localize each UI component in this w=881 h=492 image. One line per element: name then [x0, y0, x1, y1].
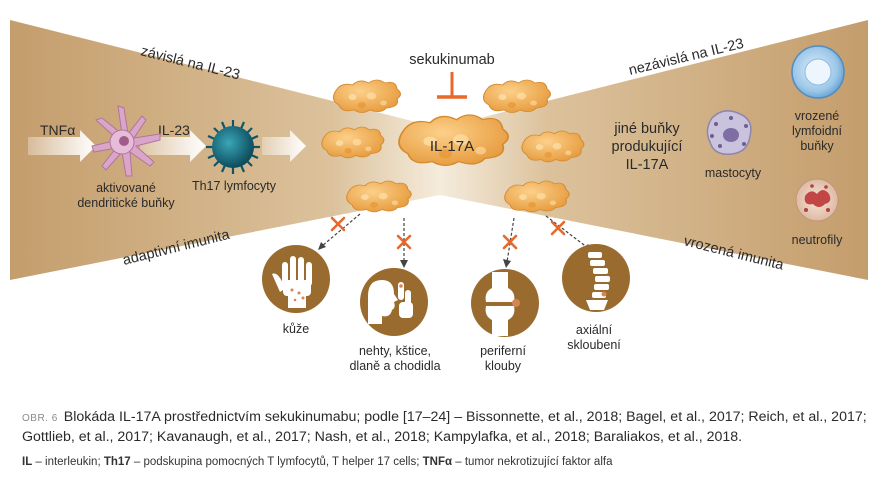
il17a-molecule [521, 130, 585, 163]
label-il23: IL-23 [158, 122, 190, 138]
target-skin [262, 245, 330, 313]
blocked-arrows [318, 213, 592, 268]
right-wedge-background [440, 20, 868, 280]
label-mastocyty: mastocyty [705, 166, 762, 180]
label-other-cells-line3: IL-17A [626, 157, 669, 173]
abbr-il: IL [22, 456, 33, 468]
label-th17: Th17 lymfocyty [192, 179, 277, 193]
dendritic-cell-icon [91, 105, 161, 177]
label-other-cells-line1: jiné buňky [613, 121, 680, 137]
abbr-th17: Th17 [103, 456, 131, 468]
abbr-il-def: – interleukin; [32, 456, 104, 468]
label-dendritic-line1: aktivované [96, 181, 156, 195]
target-axial [562, 244, 630, 312]
abbr-th17-def: – podskupina pomocných T lymfocytů, T he… [130, 456, 423, 468]
il17a-molecule [504, 180, 570, 213]
label-ilc-line3: buňky [800, 139, 834, 153]
target-peripheral-joints [471, 269, 539, 337]
label-tnfa: TNFα [40, 122, 75, 138]
il17a-molecule [482, 79, 552, 114]
target-label-line: axiální [576, 323, 613, 337]
il17a-blockade-diagram: závislá na IL-23 nezávislá na IL-23 adap… [10, 20, 868, 373]
inhibition-x-marks [330, 216, 566, 250]
il17a-molecule [332, 79, 402, 114]
mast-cell-icon [706, 110, 752, 155]
sekukinumab-inhibitor-icon [437, 72, 467, 99]
label-dendritic-line2: dendritické buňky [77, 196, 175, 210]
label-ilc-line2: lymfoidní [792, 124, 843, 138]
target-label-line: nehty, kštice, [359, 344, 431, 358]
figure-number: OBR. 6 [22, 413, 58, 424]
th17-lymphocyte-icon [206, 120, 260, 174]
target-label-line: klouby [485, 359, 522, 373]
label-ilc-line1: vrozené [795, 109, 840, 123]
target-nails-scalp [360, 268, 428, 336]
abbreviation-legend: IL – interleukin; Th17 – podskupina pomo… [22, 455, 867, 470]
label-sekukinumab: sekukinumab [409, 52, 494, 68]
abbr-tnfa: TNFα [422, 456, 453, 468]
label-il17a: IL-17A [430, 138, 474, 155]
target-label-line: periferní [480, 344, 526, 358]
target-label-line: kůže [283, 322, 309, 336]
caption-text: Blokáda IL-17A prostřednictvím sekukinum… [22, 409, 867, 445]
hand-skin-icon [272, 256, 312, 308]
il17a-molecule [346, 180, 412, 213]
il17a-molecule [321, 126, 385, 159]
target-label-line: dlaně a chodidla [349, 359, 440, 373]
target-label-line: skloubení [567, 338, 621, 352]
label-other-cells-line2: produkující [612, 139, 683, 155]
knee-joint-icon [485, 272, 515, 336]
neutrophil-icon [795, 178, 839, 222]
innate-lymphoid-cell-icon [791, 45, 845, 99]
abbr-tnfa-def: – tumor nekrotizující faktor alfa [452, 456, 613, 468]
label-neutrofily: neutrofily [792, 233, 843, 247]
